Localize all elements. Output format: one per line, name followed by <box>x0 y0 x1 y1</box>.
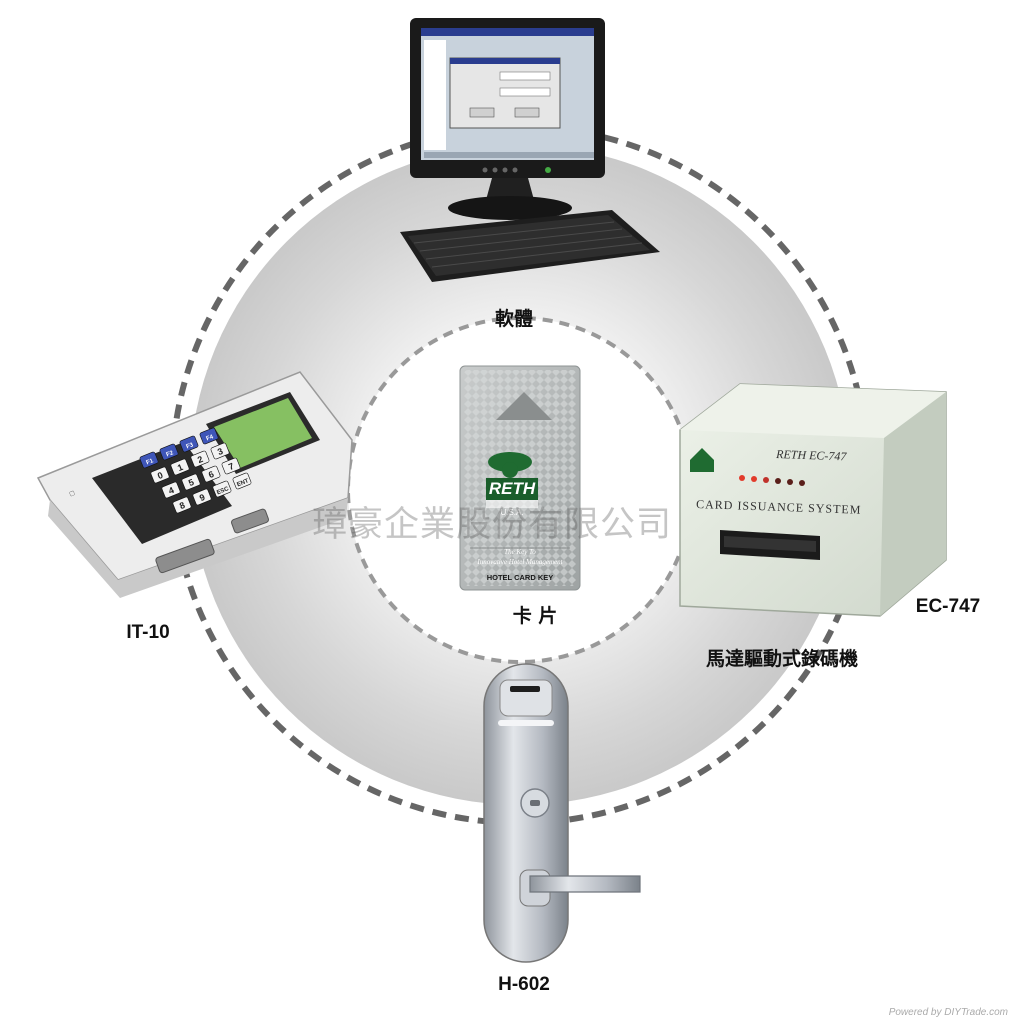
hotel-card-icon <box>459 365 581 591</box>
label-ec747: EC-747 <box>916 596 980 617</box>
terminal-key: 9 <box>192 488 212 506</box>
terminal-key-label: 9 <box>198 492 206 503</box>
label-it10: IT-10 <box>126 622 169 643</box>
terminal-key-label: F3 <box>186 442 195 450</box>
terminal-key: 1 <box>170 458 190 476</box>
label-software: 軟體 <box>495 307 533 330</box>
label-h602: H-602 <box>498 974 550 995</box>
encoder-system-text: CARD ISSUANCE SYSTEM <box>696 497 862 517</box>
terminal-key: F4 <box>199 427 219 445</box>
terminal-key-label: 6 <box>207 469 215 480</box>
card-encoder-icon <box>679 383 947 617</box>
terminal-key-label: 0 <box>156 470 164 481</box>
terminal-key: 3 <box>210 442 230 460</box>
terminal-key-label: 2 <box>196 454 204 465</box>
terminal-key: F1 <box>139 451 159 469</box>
terminal-key-label: 1 <box>176 462 184 473</box>
terminal-key: 5 <box>181 473 201 491</box>
terminal-key: F3 <box>179 435 199 453</box>
card-brand: RETH <box>489 479 536 498</box>
terminal-keypad: F1 F2 F3 F4 0 1 2 3 4 5 6 7 8 9 ESC ENT <box>139 427 252 514</box>
terminal-key-label: F1 <box>146 458 155 466</box>
door-lock-icon <box>483 663 641 963</box>
terminal-key: 8 <box>172 496 192 514</box>
terminal-key-label: F2 <box>166 450 175 458</box>
terminal-key: 0 <box>150 466 170 484</box>
terminal-key-label: 4 <box>167 485 175 496</box>
card-tagline-2: Innovative Hotel Management <box>476 558 563 566</box>
terminal-emblem-text: ▢ <box>69 490 77 498</box>
terminal-key: 2 <box>190 450 210 468</box>
terminal-key-label: ESC <box>216 486 230 496</box>
card-footer: HOTEL CARD KEY <box>487 573 554 582</box>
terminal-key: ENT <box>232 472 252 490</box>
terminal-key-label: 3 <box>216 446 224 457</box>
terminal-key: 7 <box>221 457 241 475</box>
terminal-key-label: ENT <box>236 478 250 488</box>
terminal-key-label: 7 <box>227 461 235 472</box>
terminal-key-label: 8 <box>178 500 186 511</box>
credit-text: Powered by DIYTrade.com <box>888 1007 1008 1018</box>
terminal-key: ESC <box>212 480 232 498</box>
terminal-key: F2 <box>159 443 179 461</box>
label-encoder-desc: 馬達驅動式錄碼機 <box>706 647 858 670</box>
terminal-key: 6 <box>201 465 221 483</box>
computer-icon <box>400 18 660 282</box>
terminal-key-label: 5 <box>187 477 195 488</box>
encoder-model-text: RETH EC-747 <box>775 447 848 464</box>
watermark: 璋豪企業股份有限公司 <box>312 505 673 545</box>
card-country: U.S.A. <box>500 508 523 517</box>
card-tagline-1: The Key To <box>504 548 536 556</box>
terminal-key: 4 <box>161 481 181 499</box>
label-card: 卡 片 <box>513 604 558 627</box>
terminal-key-label: F4 <box>206 434 215 442</box>
